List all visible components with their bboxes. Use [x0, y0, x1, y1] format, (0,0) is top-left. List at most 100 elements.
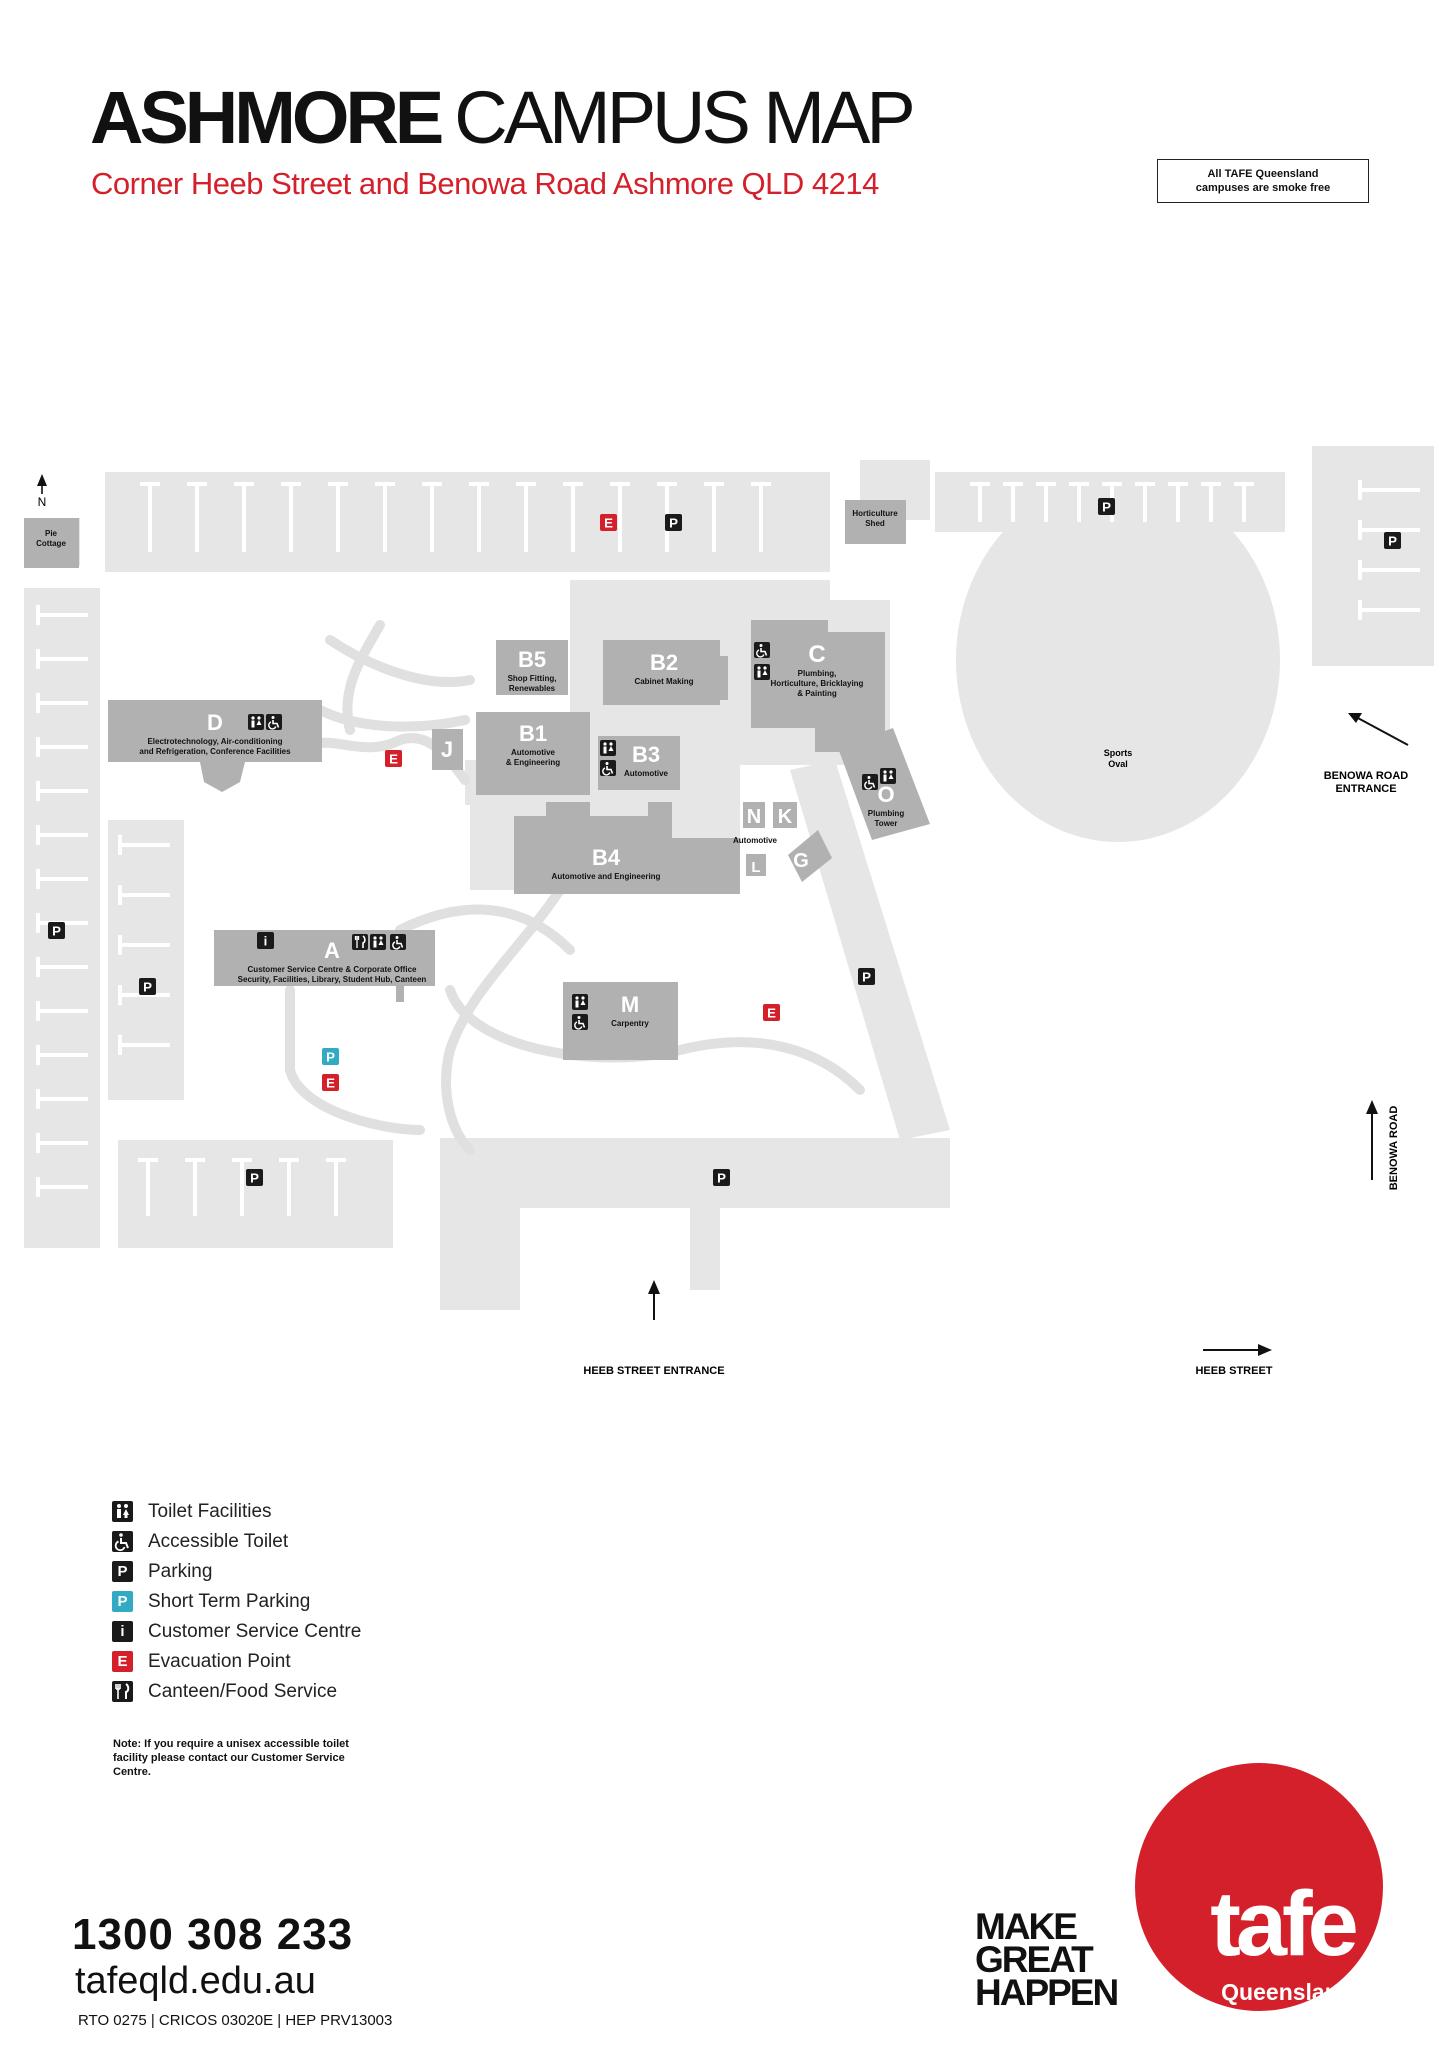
- tafe-queensland-logo: tafe Queensland: [1124, 1762, 1394, 2032]
- toilet-icon: [754, 664, 770, 680]
- building-hort-footprint: [845, 500, 906, 544]
- heeb-entrance-arrow-head: [648, 1280, 660, 1294]
- logo-word: tafe: [1210, 1873, 1356, 1975]
- legend-label-toilet: Toilet Facilities: [148, 1501, 272, 1522]
- north-arrow-head: [37, 474, 47, 486]
- building-b2-footprint: [603, 640, 728, 705]
- building-c-footprint: [751, 620, 885, 752]
- svg-text:i: i: [264, 933, 268, 948]
- parking-icon: P: [1098, 498, 1115, 515]
- accessible-toilet-icon: [112, 1531, 133, 1552]
- building-code: O: [877, 782, 894, 807]
- smoke-free-line-1: All TAFE Queensland: [1207, 168, 1319, 180]
- building-k-footprint: [773, 802, 797, 828]
- slogan-line-3: HAPPEN: [975, 1972, 1119, 2013]
- building-n[interactable]: N: [743, 802, 765, 828]
- north-label: N: [38, 495, 47, 509]
- building-code: D: [207, 710, 223, 735]
- parking-icon: P: [112, 1561, 133, 1582]
- parking-icon: P: [48, 922, 65, 939]
- building-name: Plumbing,Horticulture, Bricklaying& Pain…: [771, 669, 864, 698]
- sports-oval-ground: [956, 478, 1280, 842]
- building-code: J: [441, 737, 453, 762]
- building-g[interactable]: G: [788, 830, 832, 882]
- svg-text:P: P: [52, 923, 61, 938]
- heeb-entrance-arrow: [648, 1280, 660, 1320]
- accessible-toilet-icon: [600, 760, 616, 776]
- path-north-link: [342, 620, 385, 735]
- parking-bay-markings: [36, 480, 1420, 1216]
- building-code: B5: [518, 647, 546, 672]
- building-name: Customer Service Centre & Corporate Offi…: [238, 965, 427, 984]
- website-link[interactable]: tafeqld.edu.au: [75, 1960, 316, 2002]
- canteen-icon: [352, 934, 368, 950]
- path-central-south: [441, 885, 565, 1155]
- benowa-entrance-arrow: [1348, 713, 1409, 746]
- building-l[interactable]: L: [746, 854, 766, 876]
- svg-text:E: E: [767, 1005, 776, 1020]
- svg-text:E: E: [389, 751, 398, 766]
- building-j[interactable]: J: [432, 729, 463, 770]
- accessible-toilet-icon: [862, 774, 878, 790]
- title-bold: ASHMORE: [90, 76, 444, 159]
- building-code: G: [793, 850, 809, 872]
- toilet-icon: [600, 740, 616, 756]
- toilet-icon: [112, 1501, 133, 1522]
- phone-number[interactable]: 1300 308 233: [72, 1910, 354, 1959]
- building-g-footprint: [788, 830, 832, 882]
- parking-icon: P: [858, 968, 875, 985]
- building-b1-footprint: [476, 712, 590, 795]
- heeb-service-road: [690, 1200, 720, 1290]
- building-b3-footprint: [598, 736, 680, 790]
- building-m[interactable]: M Carpentry: [563, 982, 678, 1060]
- svg-text:P: P: [326, 1049, 335, 1064]
- toilet-icon: [572, 994, 588, 1010]
- svg-text:P: P: [143, 979, 152, 994]
- parking-icon: P: [246, 1169, 263, 1186]
- south-carpark-ground: [440, 1138, 950, 1208]
- building-name: Shop Fitting,Renewables: [508, 674, 557, 693]
- path-a-south: [285, 985, 425, 1135]
- svg-text:P: P: [1102, 499, 1111, 514]
- canteen-icon: [112, 1681, 133, 1702]
- legend-label-evacuation: Evacuation Point: [148, 1651, 291, 1672]
- nk-automotive-label: Automotive: [733, 836, 778, 845]
- logo-circle: [1135, 1763, 1383, 2011]
- accessibility-note: Note: If you require a unisex accessible…: [113, 1738, 349, 1778]
- slogan-line-1: MAKE: [975, 1906, 1078, 1947]
- benowa-entrance-arrow-shaft: [1355, 716, 1409, 746]
- accessible-toilet-icon: [390, 934, 406, 950]
- building-name: Carpentry: [611, 1019, 649, 1028]
- benowa-road-arrow: [1366, 1100, 1378, 1180]
- building-name: Automotive and Engineering: [552, 872, 661, 881]
- path-d-to-b1: [315, 705, 470, 732]
- building-k[interactable]: K: [773, 802, 797, 828]
- building-code: B2: [650, 650, 678, 675]
- building-code: B3: [632, 742, 660, 767]
- building-name: Cabinet Making: [634, 677, 693, 686]
- svg-text:E: E: [326, 1075, 335, 1090]
- title-light: CAMPUS MAP: [454, 76, 916, 159]
- heeb-street-label: HEEB STREET: [1195, 1365, 1272, 1377]
- slogan: MAKE GREAT HAPPEN: [975, 1906, 1119, 2013]
- evacuation-icon: E: [385, 750, 402, 767]
- heeb-street-arrow-head: [1258, 1344, 1272, 1356]
- building-l-footprint: [746, 854, 766, 876]
- parking-icon: P: [713, 1169, 730, 1186]
- toilet-icon: [880, 768, 896, 784]
- building-code: M: [621, 992, 639, 1017]
- accessible-toilet-icon: [572, 1014, 588, 1030]
- benowa-entrance-arrow-head: [1348, 713, 1362, 723]
